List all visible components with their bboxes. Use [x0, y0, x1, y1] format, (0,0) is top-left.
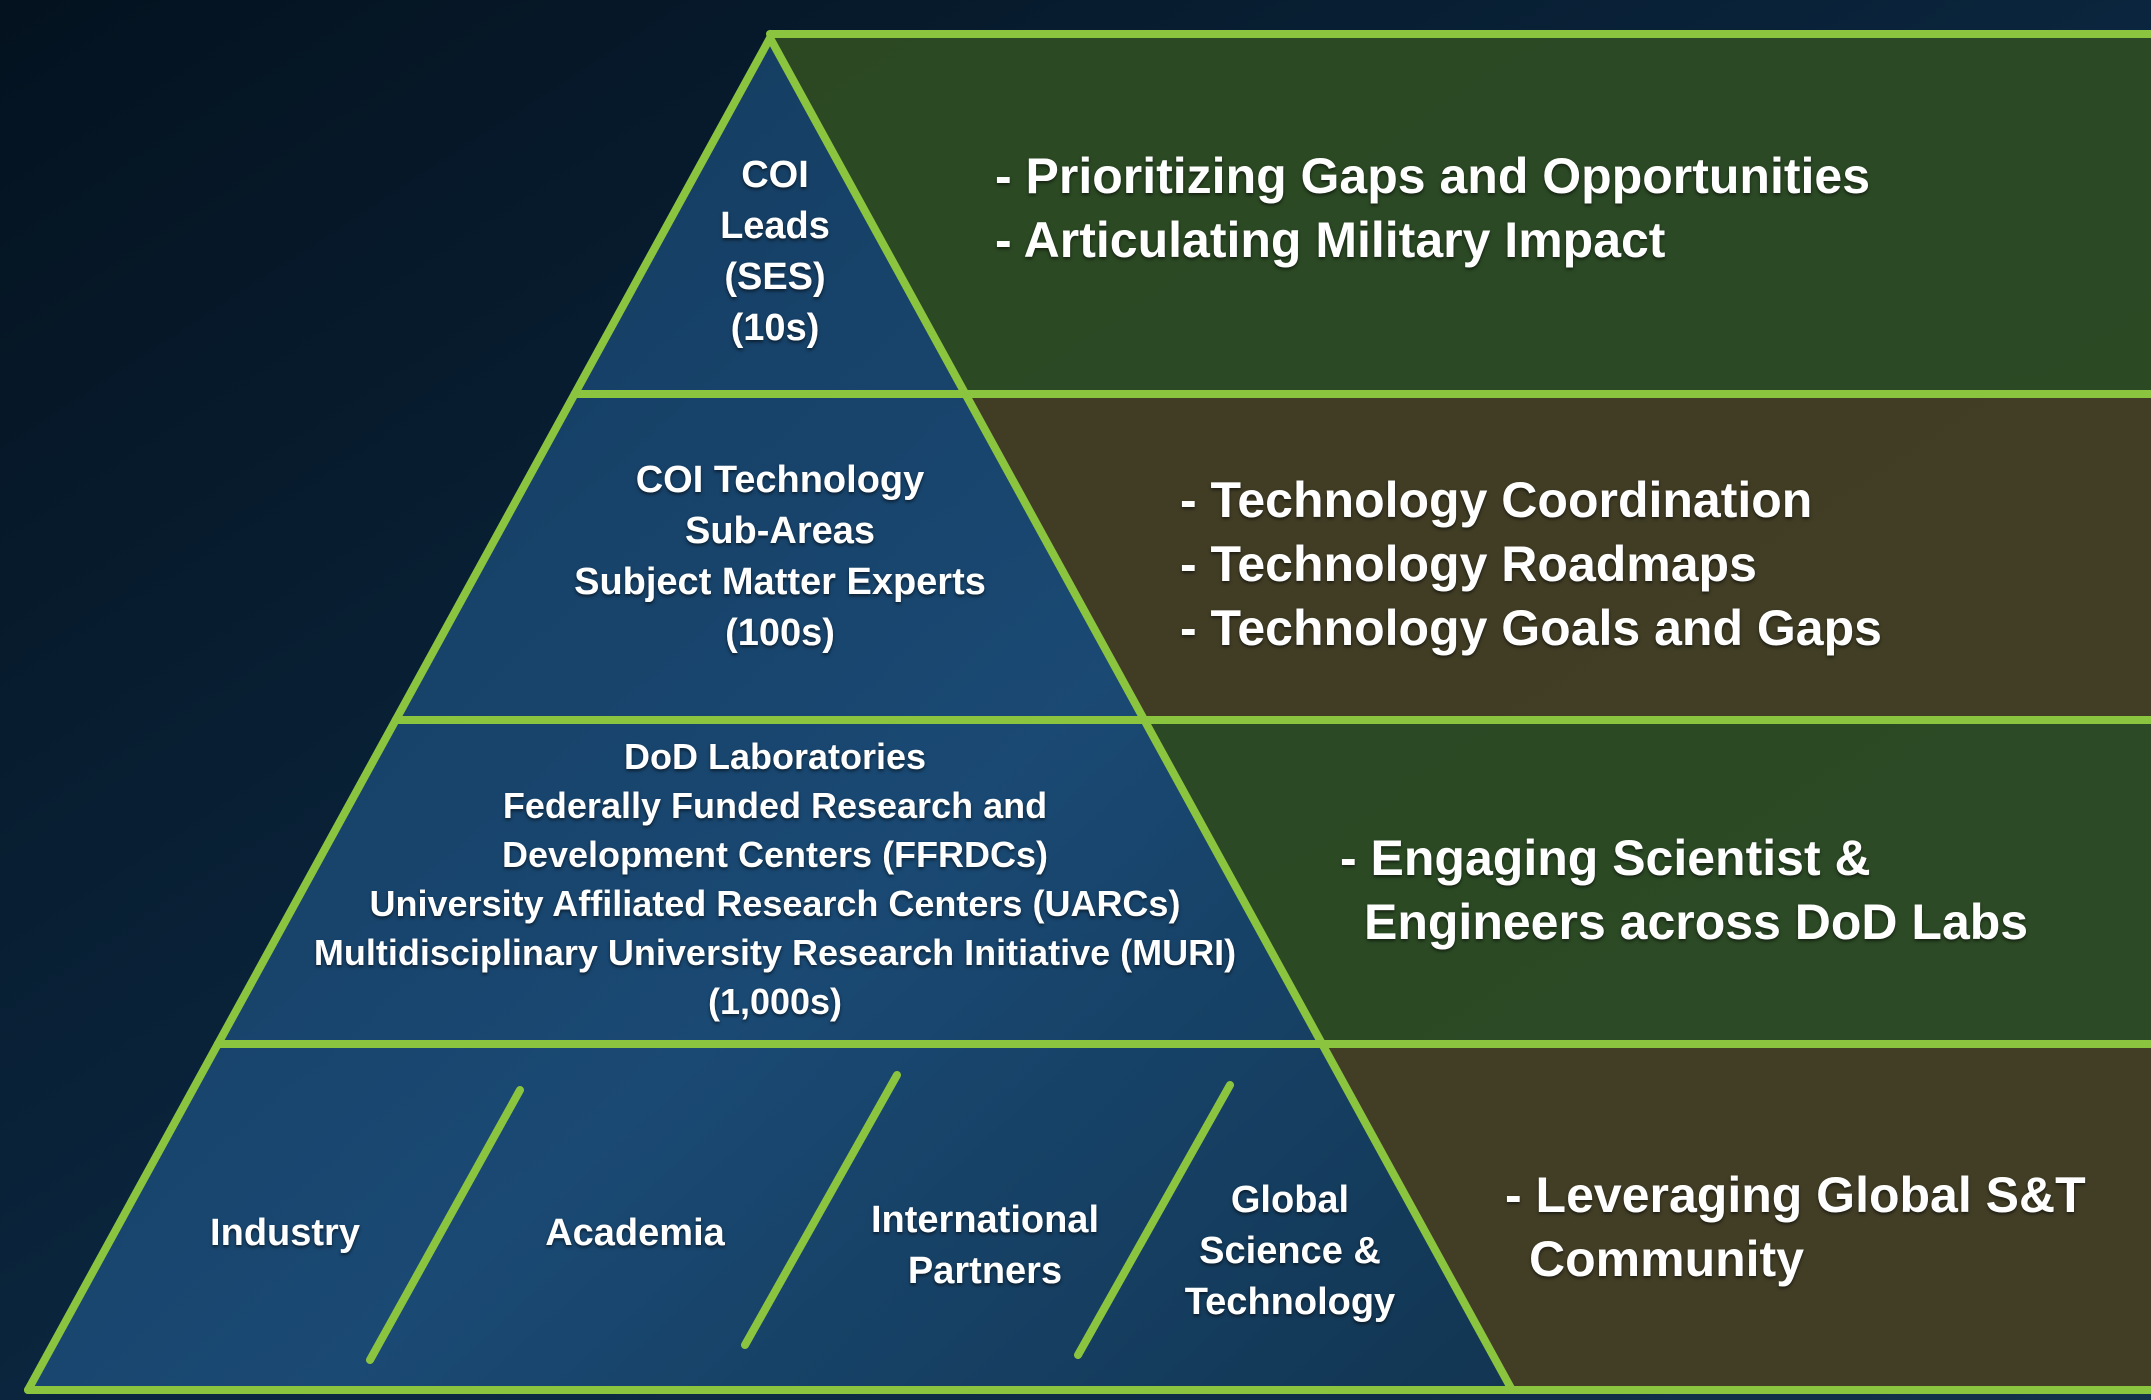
tier-2-line: (100s) [725, 612, 835, 654]
tier-4-bullets: - Leveraging Global S&T Community [1505, 1163, 2086, 1291]
tier-3-band [1144, 720, 2151, 1044]
tier-1-line: (10s) [730, 307, 820, 349]
tier-2-pyramid-text: COI Technology Sub-Areas Subject Matter … [530, 455, 1030, 659]
tier-2-line: Subject Matter Experts [574, 561, 986, 603]
tier-1-bullet: - Prioritizing Gaps and Opportunities [995, 148, 1871, 204]
tier-2-band [965, 394, 2151, 720]
tier-2-bullet: - Technology Goals and Gaps [1180, 600, 1882, 656]
tier-4-bullet: Community [1529, 1231, 1804, 1287]
base-segment-industry: Industry [175, 1208, 395, 1259]
tier-3-line: DoD Laboratories [623, 736, 927, 777]
tier-2-line: COI Technology [635, 459, 925, 501]
pyramid-outline [24, 29, 1516, 1394]
tier-3-line: (1,000s) [707, 981, 843, 1022]
tier-1-band [770, 34, 2151, 394]
base-divider-line [1074, 1081, 1234, 1359]
tier-3-bullet: - Engaging Scientist & [1340, 830, 1871, 886]
base-segment-international-partners: International Partners [855, 1195, 1115, 1297]
tier-1-line: (SES) [724, 256, 826, 298]
tier-2-line: Sub-Areas [684, 510, 876, 552]
base-segment-line: Industry [210, 1212, 360, 1254]
tier-3-bullets: - Engaging Scientist & Engineers across … [1340, 826, 2028, 954]
base-divider-line [366, 1086, 524, 1364]
base-segment-line: International [870, 1199, 1100, 1241]
tier-4-band [1322, 1044, 2151, 1390]
tier-1-line: COI [741, 154, 809, 196]
tier-3-line: Federally Funded Research and [502, 785, 1048, 826]
tier-3-line: University Affiliated Research Centers (… [369, 883, 1181, 924]
base-segment-line: Science & [1199, 1230, 1381, 1272]
base-segment-line: Partners [907, 1250, 1063, 1292]
base-segment-line: Academia [545, 1212, 725, 1254]
tier-3-bullet: Engineers across DoD Labs [1364, 894, 2029, 950]
tier-2-bullet: - Technology Coordination [1180, 472, 1813, 528]
pyramid [28, 38, 1512, 1390]
tier-1-bullet: - Articulating Military Impact [995, 212, 1666, 268]
tier-1-bullets: - Prioritizing Gaps and Opportunities - … [995, 144, 1870, 272]
base-segment-line: Technology [1184, 1281, 1396, 1323]
base-divider-line [741, 1071, 901, 1349]
tier-4-bullet: - Leveraging Global S&T [1505, 1167, 2086, 1223]
tier-3-line: Development Centers (FFRDCs) [501, 834, 1049, 875]
tier-1-pyramid-text: COI Leads (SES) (10s) [690, 150, 860, 354]
base-segment-global-science-technology: Global Science & Technology [1175, 1175, 1405, 1328]
tier-3-pyramid-text: DoD Laboratories Federally Funded Resear… [275, 732, 1275, 1026]
tier-3-line: Multidisciplinary University Research In… [313, 932, 1237, 973]
tier-2-bullet: - Technology Roadmaps [1180, 536, 1757, 592]
tier-2-bullets: - Technology Coordination - Technology R… [1180, 468, 1882, 660]
base-segment-academia: Academia [520, 1208, 750, 1259]
base-segment-line: Global [1230, 1179, 1350, 1221]
tier-1-line: Leads [720, 205, 830, 247]
